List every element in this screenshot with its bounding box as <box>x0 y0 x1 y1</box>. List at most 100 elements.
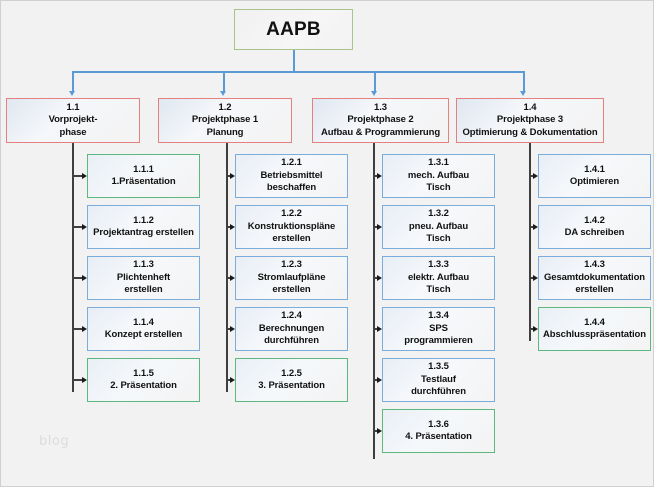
node-label-line1: 2. Präsentation <box>110 380 177 391</box>
branch-connector <box>373 328 378 330</box>
node-code: 1.3.6 <box>428 418 449 430</box>
branch-connector <box>373 277 378 279</box>
spine-column-4 <box>529 143 531 341</box>
node-code: 1.3.5 <box>428 361 449 373</box>
branch-connector <box>373 226 378 228</box>
node-label-line1: Plichtenheft <box>116 271 171 283</box>
branch-connector <box>72 175 83 177</box>
node-phase-1-1[interactable]: 1.1 Vorprojekt- phase <box>6 98 140 143</box>
node-code: 1.1.2 <box>133 214 154 226</box>
node-code: 1.3 <box>374 101 387 113</box>
node-code: 1.3.4 <box>428 310 449 322</box>
spine-column-1 <box>72 143 74 392</box>
node-label-line1: 4. Präsentation <box>405 431 472 442</box>
node-code: 1.4.1 <box>584 163 605 175</box>
node-code: 1.4 <box>523 101 537 113</box>
branch-connector <box>373 430 378 432</box>
trunk-drop-2 <box>223 71 225 92</box>
trunk-drop <box>293 50 295 71</box>
node-label-line2: erstellen <box>575 284 614 296</box>
node-code: 1.2.2 <box>281 208 302 220</box>
node-label-line1: SPS <box>429 322 448 334</box>
branch-arrow-icon <box>377 427 382 434</box>
node-label-line2: phase <box>59 126 87 138</box>
node-code: 1.2.3 <box>281 259 302 271</box>
node-root[interactable]: AAPB <box>234 9 353 50</box>
node-phase-1-4[interactable]: 1.4 Projektphase 3 Optimierung & Dokumen… <box>456 98 604 143</box>
node-code: 1.4.4 <box>584 316 605 328</box>
trunk-drop-3 <box>374 71 376 92</box>
branch-arrow-icon <box>82 172 87 179</box>
branch-connector <box>226 379 231 381</box>
branch-arrow-icon <box>230 274 235 281</box>
branch-arrow-icon <box>377 274 382 281</box>
trunk-arrow-4 <box>520 91 526 96</box>
node-label-line2: durchführen <box>411 386 466 398</box>
node-label-line2: erstellen <box>272 233 311 245</box>
branch-connector <box>529 277 534 279</box>
node-label-line1: 3. Präsentation <box>258 380 325 391</box>
branch-arrow-icon <box>230 325 235 332</box>
node-label-line2: Tisch <box>426 233 451 245</box>
branch-arrow-icon <box>533 172 538 179</box>
node-label-line1: Konstruktionspläne <box>247 220 336 232</box>
node-label-line2: erstellen <box>124 284 163 296</box>
node-code: 1.2.4 <box>281 310 302 322</box>
node-label-line1: Betriebsmittel <box>260 169 323 181</box>
node-code: 1.3.1 <box>428 157 449 169</box>
node-label-line1: Projektphase 3 <box>496 114 564 126</box>
node-phase-1-3[interactable]: 1.3 Projektphase 2 Aufbau & Programmieru… <box>312 98 449 143</box>
spine-column-2 <box>226 143 228 392</box>
trunk-arrow-3 <box>371 91 377 96</box>
branch-arrow-icon <box>82 274 87 281</box>
branch-arrow-icon <box>377 223 382 230</box>
node-phase-1-2[interactable]: 1.2 Projektphase 1 Planung <box>158 98 292 143</box>
branch-arrow-icon <box>533 274 538 281</box>
node-label-line1: pneu. Aufbau <box>408 220 469 232</box>
node-label-line2: Planung <box>206 126 244 138</box>
node-label-line2: Optimierung & Dokumentation <box>462 126 598 138</box>
node-label-line2: Aufbau & Programmierung <box>320 126 441 138</box>
node-code: 1.2 <box>218 101 232 113</box>
branch-connector <box>72 328 83 330</box>
branch-arrow-icon <box>377 325 382 332</box>
branch-arrow-icon <box>377 172 382 179</box>
node-label-line1: Abschlusspräsentation <box>543 329 646 340</box>
node-label-line1: DA schreiben <box>564 227 625 238</box>
branch-connector <box>72 379 83 381</box>
node-code: 1.1 <box>66 101 80 113</box>
branch-connector <box>529 226 534 228</box>
branch-connector <box>373 379 378 381</box>
trunk-arrow-1 <box>69 91 75 96</box>
node-label-line1: mech. Aufbau <box>407 169 470 181</box>
node-label-line2: Tisch <box>426 182 451 194</box>
node-code: 1.4.2 <box>584 214 605 226</box>
branch-arrow-icon <box>533 223 538 230</box>
node-label-line2: durchführen <box>264 335 319 347</box>
branch-arrow-icon <box>533 325 538 332</box>
node-code: 1.3.3 <box>428 259 449 271</box>
node-label-line1: Optimieren <box>569 176 620 187</box>
trunk-drop-1 <box>72 71 74 92</box>
